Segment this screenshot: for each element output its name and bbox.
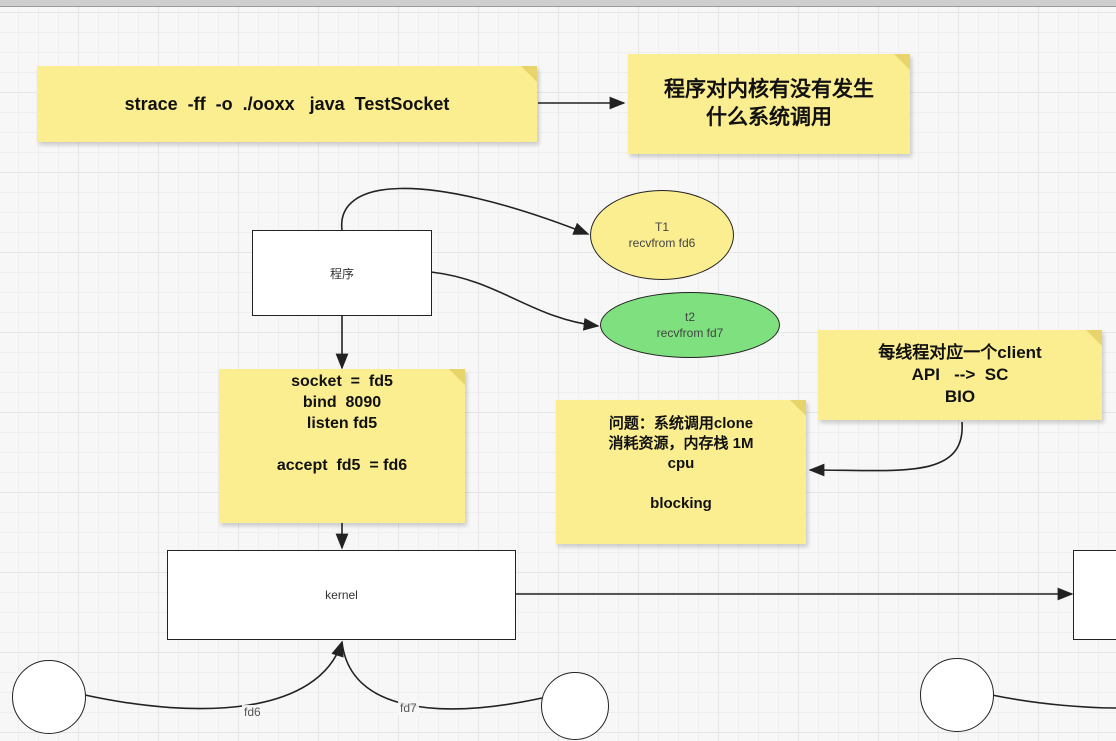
per-thread-line-3: BIO: [944, 387, 976, 406]
kernel-box: kernel: [167, 550, 516, 640]
question-line-2: 什么系统调用: [706, 106, 832, 129]
t1-name: T1: [654, 220, 669, 234]
per-thread-line-1: 每线程对应一个client: [878, 343, 1042, 362]
arrow-program-to-t1: [341, 187, 590, 235]
program-box: 程序: [252, 230, 432, 316]
window-top-border: [0, 0, 1116, 7]
per-thread-note: 每线程对应一个client API --> SC BIO: [818, 330, 1102, 420]
arrow-perthread-to-problem: [808, 421, 963, 477]
problem-line-1: 问题：系统调用clone: [608, 415, 754, 432]
client-circle-left: [12, 660, 86, 734]
per-thread-line-2: API --> SC: [911, 365, 1009, 384]
line-right-client: [991, 694, 1116, 709]
syscall-socket: socket = fd5: [291, 373, 393, 390]
program-label: 程序: [329, 266, 354, 281]
t1-call: recvfrom fd6: [628, 236, 696, 250]
arrow-client2-to-kernel: [341, 641, 543, 710]
arrow-program-to-t2: [430, 271, 600, 331]
client-circle-right: [920, 658, 994, 732]
syscalls-note: socket = fd5 bind 8090 listen fd5 accept…: [219, 369, 465, 523]
thread-t2-ellipse: t2 recvfrom fd7: [600, 292, 780, 358]
question-line-1: 程序对内核有没有发生: [664, 78, 874, 101]
problem-note: 问题：系统调用clone 消耗资源，内存栈 1M cpu blocking: [556, 400, 806, 544]
client-circle-middle: [541, 672, 609, 740]
thread-t1-ellipse: T1 recvfrom fd6: [590, 190, 734, 280]
problem-blocking: blocking: [650, 495, 712, 512]
kernel-label: kernel: [325, 588, 358, 602]
syscall-accept: accept fd5 = fd6: [276, 457, 408, 474]
problem-line-2: 消耗资源，内存栈 1M: [608, 435, 754, 452]
edge-label-fd7: fd7: [398, 701, 419, 715]
edge-label-fd6: fd6: [242, 705, 263, 719]
t2-call: recvfrom fd7: [656, 326, 724, 340]
right-partial-box: [1073, 550, 1116, 640]
command-text: strace -ff -o ./ooxx java TestSocket: [124, 93, 450, 114]
arrow-client1-to-kernel: [84, 640, 344, 710]
command-note: strace -ff -o ./ooxx java TestSocket: [37, 66, 537, 142]
question-note: 程序对内核有没有发生 什么系统调用: [628, 54, 910, 154]
syscall-listen: listen fd5: [306, 415, 378, 432]
syscall-bind: bind 8090: [302, 394, 382, 411]
problem-line-3: cpu: [667, 455, 695, 472]
t2-name: t2: [684, 310, 695, 324]
